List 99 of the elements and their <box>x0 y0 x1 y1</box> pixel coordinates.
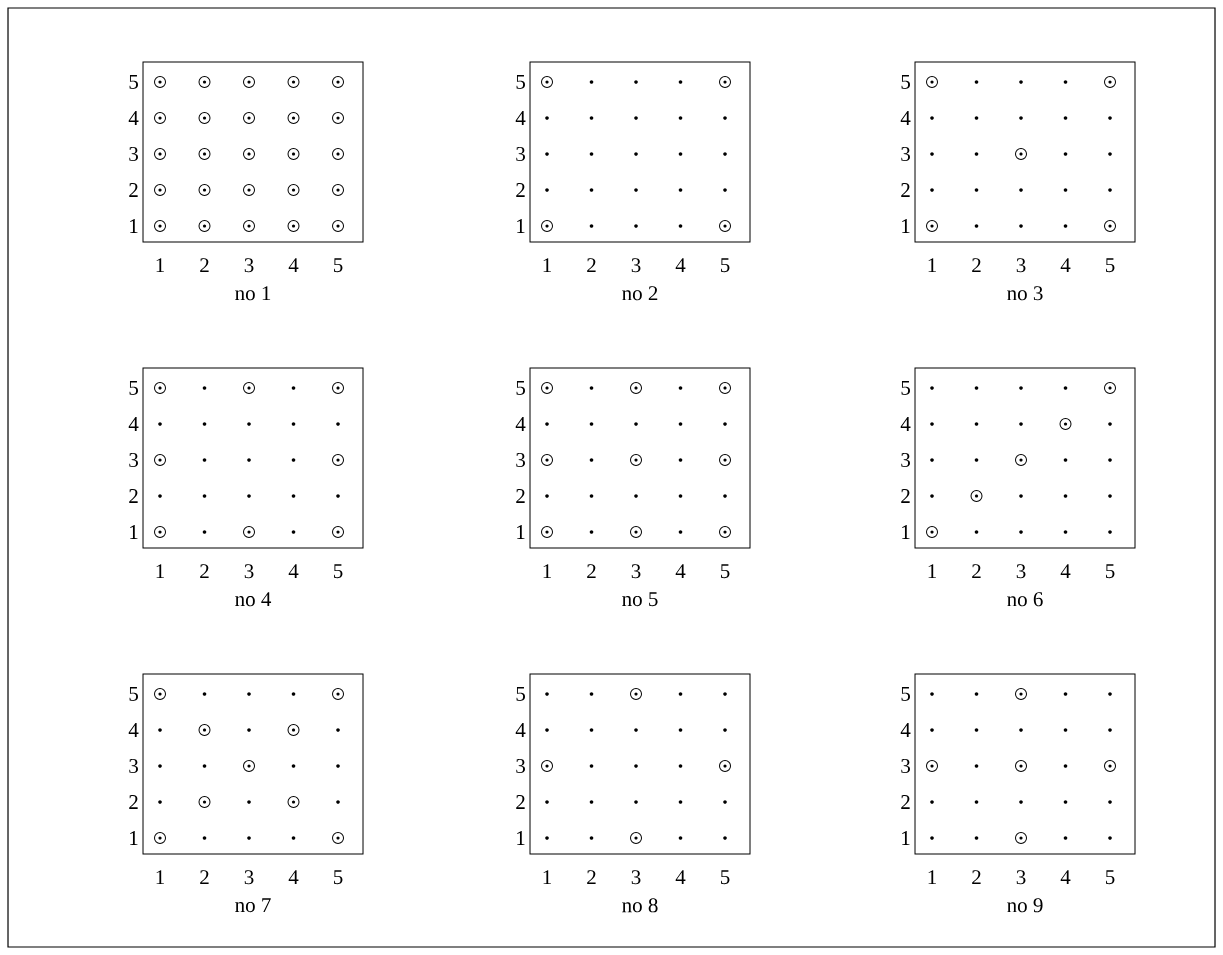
tick-label: 3 <box>244 870 254 885</box>
tick-label: 4 <box>288 564 299 578</box>
tick-label: 3 <box>244 258 254 273</box>
tick-label: 5 <box>901 381 910 395</box>
tick-label: 4 <box>288 870 299 884</box>
tick-label: 5 <box>334 258 343 273</box>
tick-label: 3 <box>244 564 254 579</box>
tick-label: 5 <box>129 75 138 89</box>
tick-label: 4 <box>675 258 686 272</box>
tick-label: 5 <box>1106 564 1115 579</box>
tick-label: 4 <box>675 564 686 578</box>
tick-label: 2 <box>972 564 981 579</box>
panel-label: no 8 <box>622 898 658 913</box>
tick-label: 3 <box>516 146 525 162</box>
tick-label: 2 <box>587 564 596 579</box>
tick-label: 1 <box>928 870 936 885</box>
tick-label: 3 <box>631 564 641 579</box>
panel-label: no 7 <box>235 898 271 913</box>
tick-label: 5 <box>129 687 138 701</box>
tick-label: 2 <box>901 795 910 809</box>
tick-label: 1 <box>902 219 910 233</box>
tick-label: 2 <box>129 489 138 503</box>
tick-label: 1 <box>543 258 551 273</box>
tick-label: 5 <box>516 687 525 701</box>
tick-label: 1 <box>517 525 525 539</box>
tick-label: 5 <box>721 564 730 579</box>
tick-label: 3 <box>901 758 910 774</box>
tick-label: 4 <box>128 417 139 431</box>
tick-label: 3 <box>516 452 525 468</box>
tick-label: 2 <box>516 489 525 503</box>
tick-label: 2 <box>516 183 525 197</box>
tick-label: 1 <box>156 258 164 273</box>
tick-label: 3 <box>1016 258 1026 273</box>
tick-label: 1 <box>130 219 138 233</box>
tick-label: 3 <box>901 452 910 468</box>
tick-label: 1 <box>902 525 910 539</box>
tick-label: 1 <box>517 219 525 233</box>
tick-label: 5 <box>129 381 138 395</box>
tick-label: 5 <box>516 75 525 89</box>
tick-label: 3 <box>129 146 138 162</box>
tick-label: 2 <box>587 870 596 885</box>
tick-label: 1 <box>928 258 936 273</box>
tick-label: 1 <box>156 870 164 885</box>
tick-label: 1 <box>517 831 525 845</box>
panel-label: no 4 <box>235 592 272 607</box>
tick-label: 5 <box>1106 870 1115 885</box>
tick-label: 3 <box>129 758 138 774</box>
tick-label: 3 <box>129 452 138 468</box>
tick-label: 2 <box>129 795 138 809</box>
panel-label: no 5 <box>622 592 658 607</box>
tick-label: 2 <box>901 183 910 197</box>
panel-label: no 9 <box>1007 898 1043 913</box>
tick-label: 2 <box>516 795 525 809</box>
tick-label: 5 <box>334 870 343 885</box>
tick-label: 3 <box>901 146 910 162</box>
tick-label: 2 <box>587 258 596 273</box>
tick-label: 3 <box>631 870 641 885</box>
tick-label: 4 <box>515 111 526 125</box>
tick-label: 2 <box>200 258 209 273</box>
tick-label: 5 <box>901 687 910 701</box>
panel-label: no 3 <box>1007 286 1043 301</box>
tick-label: 4 <box>515 417 526 431</box>
tick-label: 1 <box>928 564 936 579</box>
tick-label: 2 <box>129 183 138 197</box>
tick-label: 5 <box>334 564 343 579</box>
tick-label: 3 <box>1016 564 1026 579</box>
tick-label: 4 <box>1060 564 1071 578</box>
panel-label: no 6 <box>1007 592 1043 607</box>
tick-label: 2 <box>901 489 910 503</box>
tick-label: 4 <box>1060 258 1071 272</box>
tick-label: 2 <box>200 870 209 885</box>
tick-label: 2 <box>972 258 981 273</box>
tick-label: 1 <box>543 564 551 579</box>
tick-label: 3 <box>1016 870 1026 885</box>
tick-label: 4 <box>128 723 139 737</box>
tick-label: 2 <box>200 564 209 579</box>
panel-label: no 1 <box>235 286 271 301</box>
tick-label: 4 <box>900 723 911 737</box>
tick-label: 5 <box>721 870 730 885</box>
tick-label: 4 <box>128 111 139 125</box>
tick-label: 1 <box>543 870 551 885</box>
tick-label: 1 <box>130 525 138 539</box>
tick-label: 5 <box>721 258 730 273</box>
tick-label: 1 <box>902 831 910 845</box>
tick-label: 5 <box>1106 258 1115 273</box>
tick-label: 4 <box>288 258 299 272</box>
tick-label: 3 <box>516 758 525 774</box>
tick-label: 2 <box>972 870 981 885</box>
tick-label: 4 <box>900 111 911 125</box>
tick-label: 1 <box>156 564 164 579</box>
tick-label: 4 <box>900 417 911 431</box>
tick-label: 1 <box>130 831 138 845</box>
tick-label: 5 <box>516 381 525 395</box>
tick-label: 4 <box>515 723 526 737</box>
tick-label: 4 <box>1060 870 1071 884</box>
tick-label: 5 <box>901 75 910 89</box>
tick-label: 3 <box>631 258 641 273</box>
panel-label: no 2 <box>622 286 658 301</box>
tick-label: 4 <box>675 870 686 884</box>
